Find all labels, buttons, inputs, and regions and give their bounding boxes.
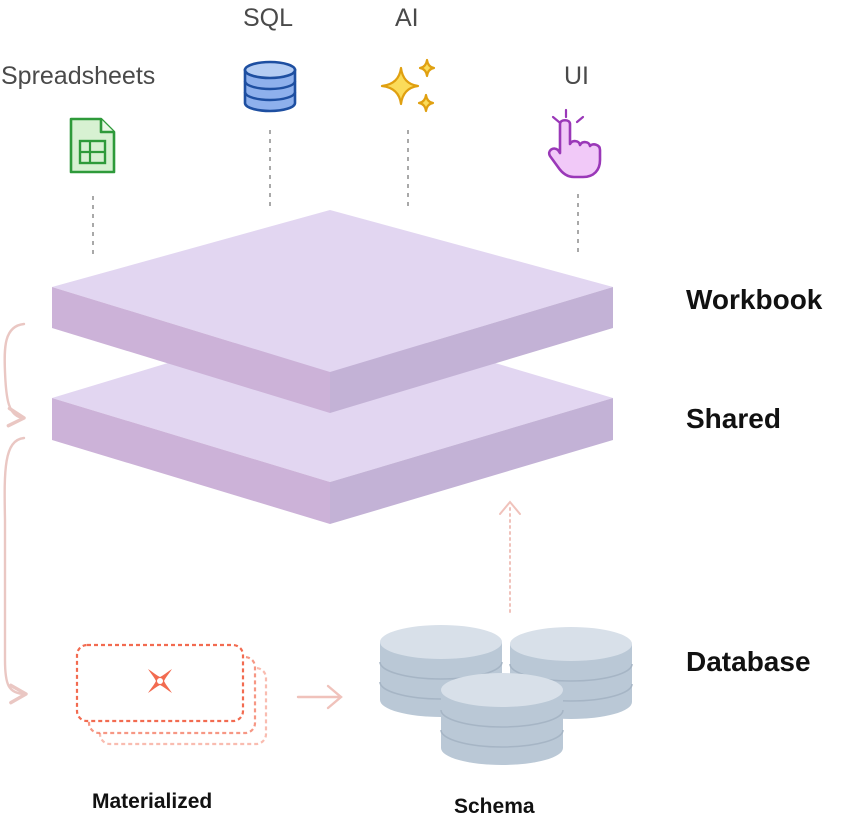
schema-label: Schema (454, 795, 535, 818)
schema-database-stack (379, 625, 633, 765)
left-flow-brackets (3, 322, 28, 705)
materialized-label: Materialized (92, 790, 213, 813)
database-layer-label: Database (686, 646, 811, 677)
database-cylinder-front (440, 673, 564, 765)
sparkles-icon (380, 58, 436, 113)
spreadsheet-icon (69, 117, 116, 174)
icon-connectors (92, 130, 579, 256)
shared-layer-label: Shared (686, 403, 781, 434)
pointing-hand-icon (547, 108, 602, 179)
dbt-logo-icon (148, 669, 172, 693)
workbook-layer-label: Workbook (686, 284, 823, 315)
ui-label: UI (564, 62, 589, 90)
sql-label: SQL (243, 4, 294, 32)
schema-to-shared-arrow (499, 500, 521, 613)
spreadsheets-label: Spreadsheets (1, 62, 156, 90)
database-icon (243, 60, 297, 113)
materialized-to-schema-arrow (296, 684, 343, 710)
materialized-cards (75, 643, 268, 746)
workbook-layer-slab (52, 210, 613, 413)
ai-label: AI (395, 4, 419, 32)
